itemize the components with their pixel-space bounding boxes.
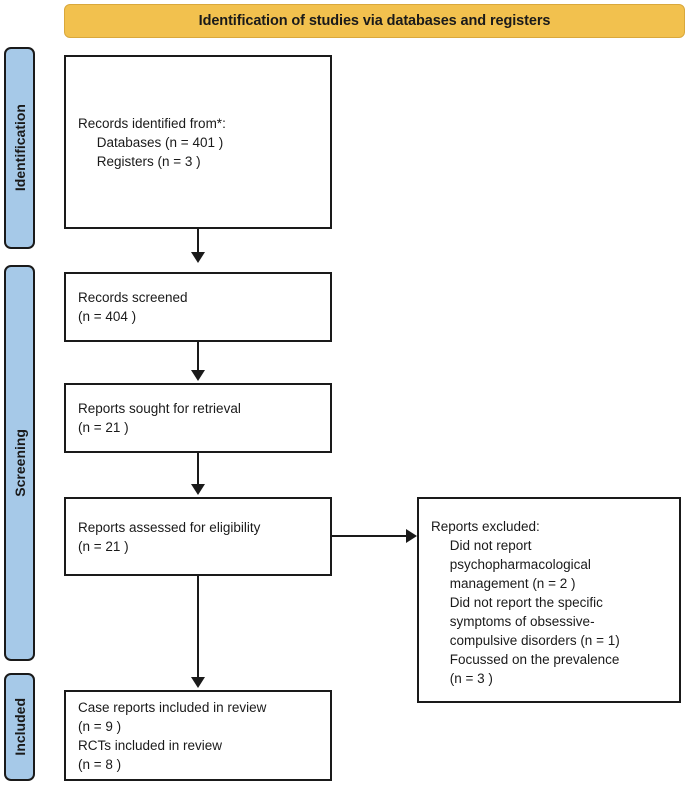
stage-rail-screening: Screening	[4, 265, 35, 661]
arrow-down-icon-assessed-to-included	[191, 677, 205, 688]
box-records-identified-text: Records identified from*: Databases (n =…	[78, 115, 226, 169]
stage-rail-label-identification: Identification	[11, 104, 28, 192]
box-studies-included-in-review-text: Case reports included in review (n = 9 )…	[78, 699, 267, 772]
phase-header-label: Identification of studies via databases …	[198, 13, 551, 29]
box-records-screened-text: Records screened (n = 404 )	[78, 290, 188, 324]
phase-header-identification: Identification of studies via databases …	[64, 4, 685, 38]
box-records-identified: Records identified from*: Databases (n =…	[64, 55, 332, 229]
connector-identified-to-screened	[197, 229, 199, 254]
arrow-down-icon-screened-to-sought	[191, 370, 205, 381]
box-reports-assessed-for-eligibility: Reports assessed for eligibility (n = 21…	[64, 497, 332, 576]
box-records-screened: Records screened (n = 404 )	[64, 272, 332, 342]
stage-rail-label-screening: Screening	[11, 429, 28, 497]
box-studies-included-in-review: Case reports included in review (n = 9 )…	[64, 690, 332, 781]
box-reports-sought-for-retrieval-text: Reports sought for retrieval (n = 21 )	[78, 401, 241, 435]
connector-assessed-to-included	[197, 576, 199, 679]
connector-sought-to-assessed	[197, 453, 199, 486]
arrow-right-icon-assessed-to-excluded	[406, 529, 417, 543]
stage-rail-identification: Identification	[4, 47, 35, 249]
stage-rail-label-included: Included	[11, 698, 28, 756]
arrow-down-icon-sought-to-assessed	[191, 484, 205, 495]
connector-screened-to-sought	[197, 342, 199, 372]
box-reports-excluded: Reports excluded: Did not report psychop…	[417, 497, 681, 703]
arrow-down-icon-identified-to-screened	[191, 252, 205, 263]
box-reports-assessed-for-eligibility-text: Reports assessed for eligibility (n = 21…	[78, 519, 261, 554]
stage-rail-included: Included	[4, 673, 35, 781]
box-reports-sought-for-retrieval: Reports sought for retrieval (n = 21 )	[64, 383, 332, 453]
connector-assessed-to-excluded	[332, 535, 408, 537]
box-reports-excluded-text: Reports excluded: Did not report psychop…	[431, 519, 620, 686]
